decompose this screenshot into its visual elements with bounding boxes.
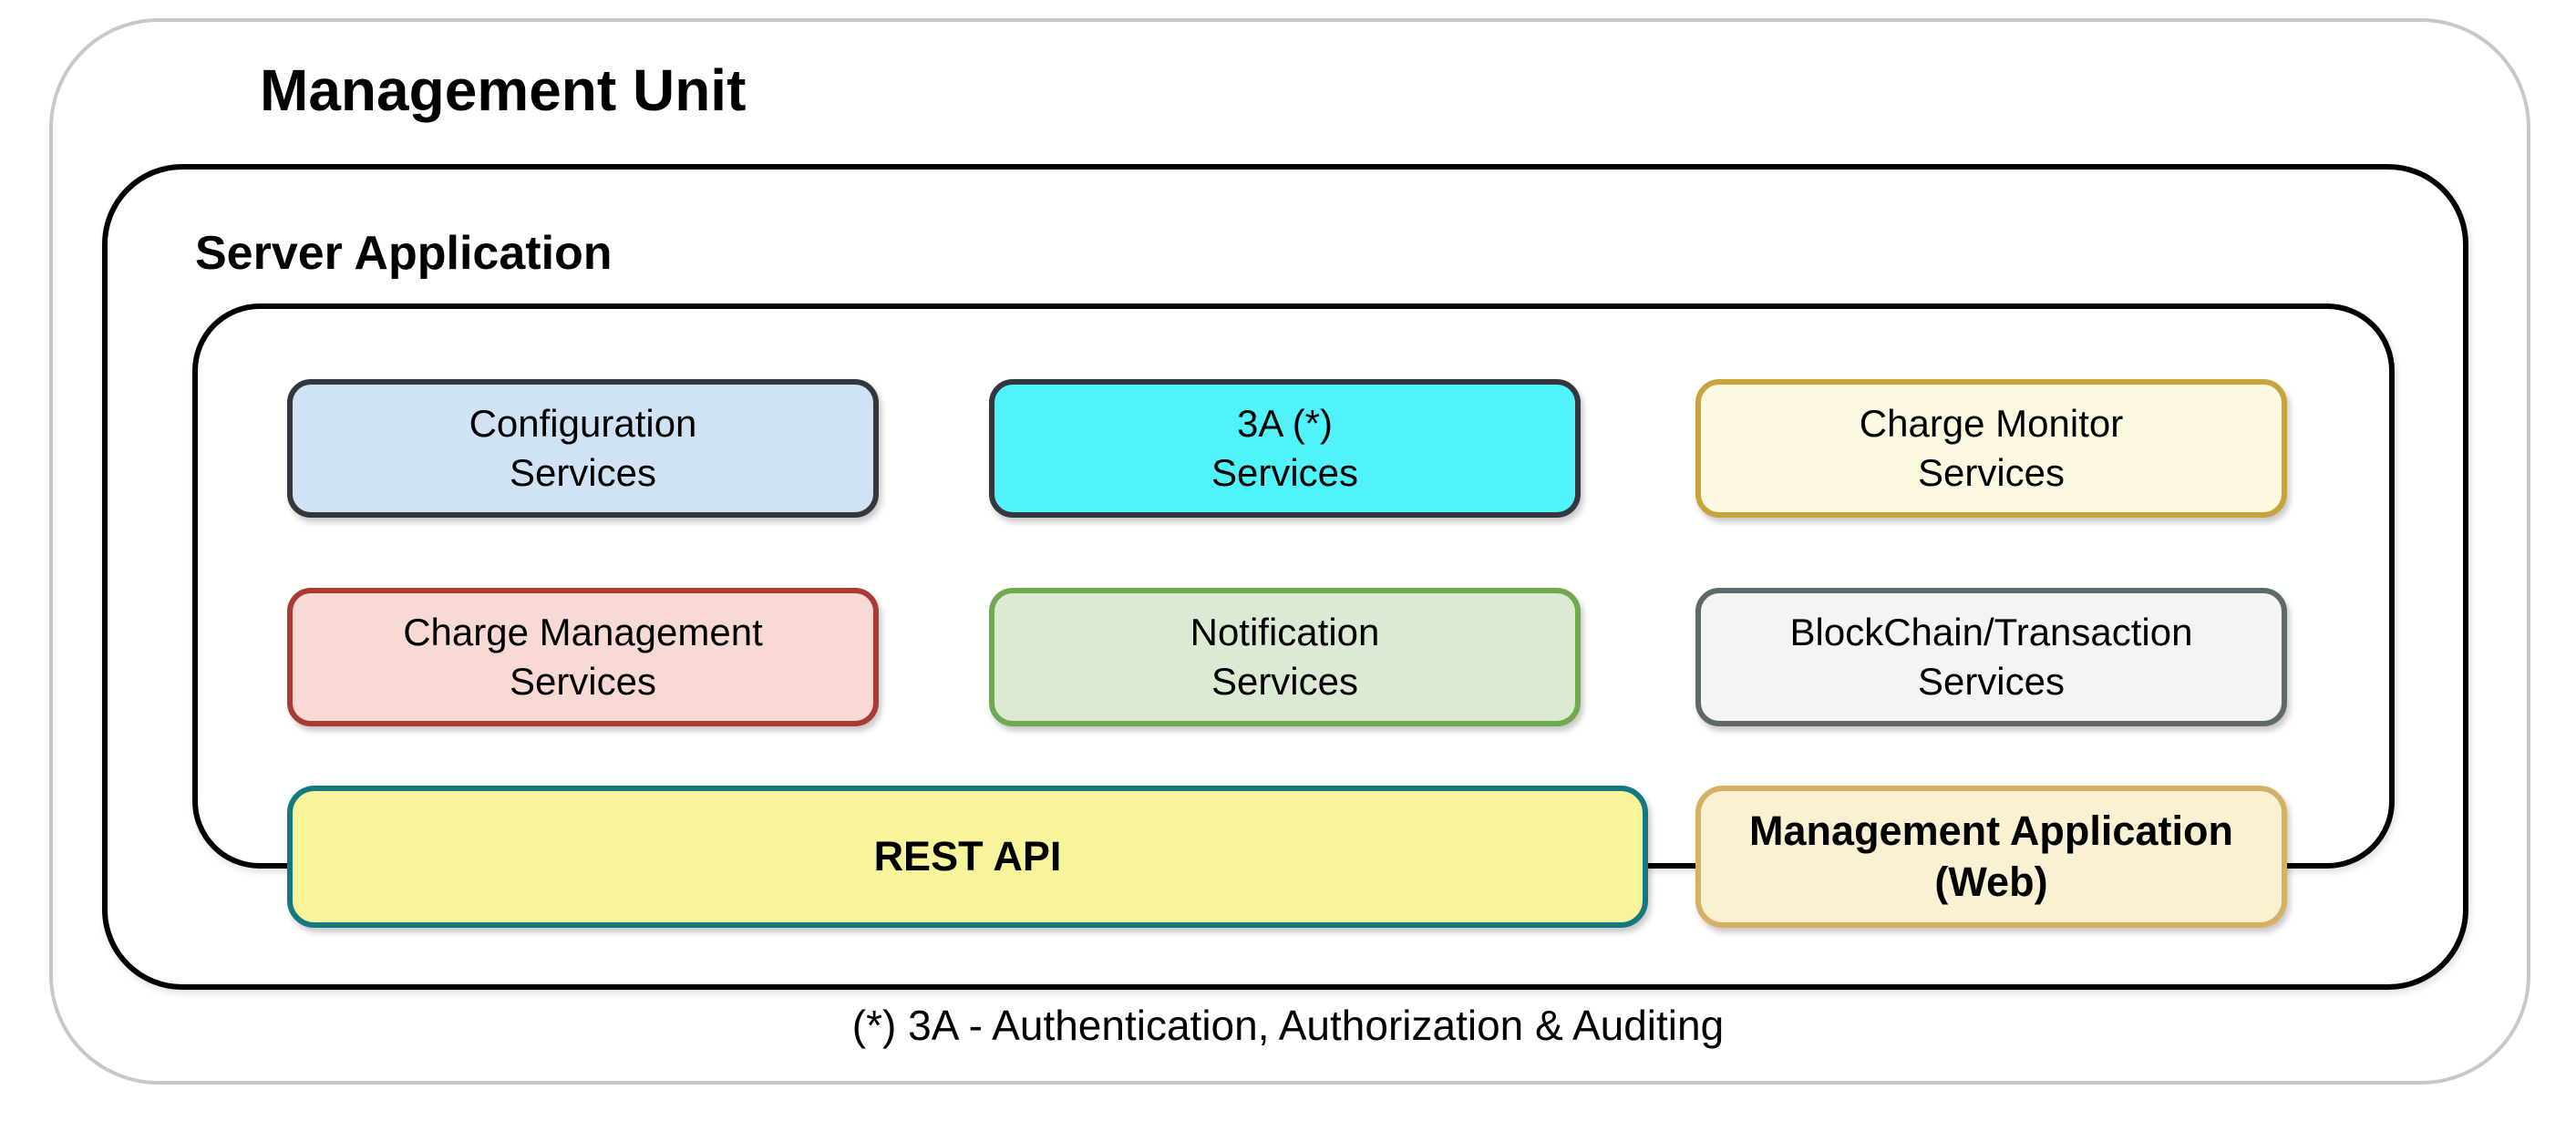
3a-services-label: 3A (*) Services bbox=[1211, 402, 1359, 494]
blockchain-transaction-services-box: BlockChain/Transaction Services bbox=[1695, 588, 2287, 726]
configuration-services-box: Configuration Services bbox=[287, 379, 879, 518]
footnote-3a-definition: (*) 3A - Authentication, Authorization &… bbox=[851, 1002, 1725, 1049]
rest-api-label: REST API bbox=[873, 832, 1062, 879]
configuration-services-label: Configuration Services bbox=[469, 402, 697, 494]
charge-monitor-services-box: Charge Monitor Services bbox=[1695, 379, 2287, 518]
charge-monitor-services-label: Charge Monitor Services bbox=[1859, 402, 2124, 494]
charge-management-services-box: Charge Management Services bbox=[287, 588, 879, 726]
server-application-title: Server Application bbox=[195, 227, 613, 280]
3a-services-box: 3A (*) Services bbox=[989, 379, 1581, 518]
charge-management-services-label: Charge Management Services bbox=[403, 611, 763, 703]
rest-api-box: REST API bbox=[287, 786, 1648, 928]
management-application-label: Management Application (Web) bbox=[1749, 807, 2233, 905]
management-unit-title: Management Unit bbox=[260, 57, 747, 123]
blockchain-transaction-services-label: BlockChain/Transaction Services bbox=[1789, 611, 2193, 703]
management-application-box: Management Application (Web) bbox=[1695, 786, 2287, 928]
notification-services-box: Notification Services bbox=[989, 588, 1581, 726]
notification-services-label: Notification Services bbox=[1190, 611, 1380, 703]
